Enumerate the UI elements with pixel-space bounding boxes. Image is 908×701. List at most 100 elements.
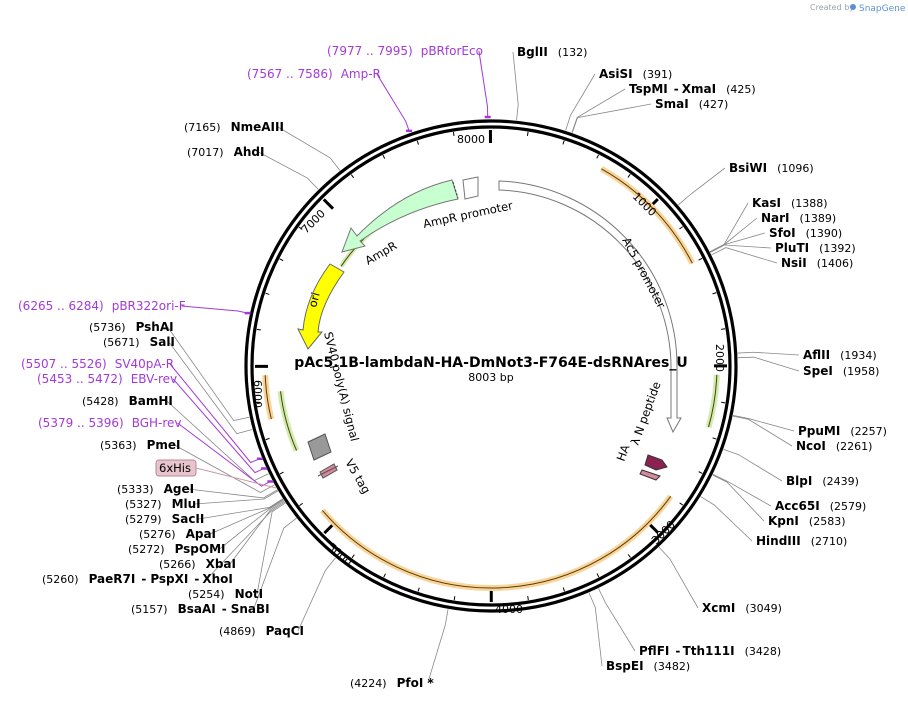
site-label[interactable]: SpeI(1958) <box>803 364 879 378</box>
site-label[interactable]: (4224)PfoI * <box>350 676 434 690</box>
minor-tick-mark <box>526 131 529 136</box>
orf-arc-3-line <box>322 496 672 589</box>
lambda-n-label: λ N peptide <box>628 380 664 447</box>
ori-arrow <box>297 263 345 350</box>
primer-label[interactable]: (5453 .. 5472)EBV-rev <box>37 372 177 386</box>
primer-label[interactable]: (6265 .. 6284)pBR322ori-F <box>18 299 186 313</box>
v5-tag-line <box>317 465 339 477</box>
site-leader <box>571 88 626 133</box>
site-leader <box>737 356 800 372</box>
tick-mark <box>322 198 335 210</box>
site-label[interactable]: PflFI-Tth111I(3428) <box>639 644 781 658</box>
primer-label[interactable]: (7977 .. 7995)pBRforEco <box>327 44 483 58</box>
tick-mark <box>647 522 660 534</box>
site-label[interactable]: KpnI(2583) <box>768 514 845 528</box>
minor-tick-mark <box>562 587 565 592</box>
site-label[interactable]: (5260)PaeR7I-PspXI-XhoI <box>42 572 233 586</box>
site-label[interactable]: AflII(1934) <box>803 348 877 362</box>
primer-leader <box>169 363 261 464</box>
site-leader <box>709 202 749 253</box>
primer-label[interactable]: (5507 .. 5526)SV40pA-R <box>21 357 174 371</box>
site-leader <box>256 502 286 595</box>
site-leader <box>198 498 283 520</box>
site-leader <box>174 444 275 493</box>
site-label[interactable]: PpuMI(2257) <box>798 424 887 438</box>
site-leader <box>709 232 766 253</box>
minor-tick-mark <box>256 328 261 331</box>
site-labels: BglII(132) AsiSI(391) TspMI-XmaI(425) Sm… <box>42 45 887 690</box>
site-label[interactable]: (5363)PmeI <box>100 438 180 452</box>
site-label[interactable]: NcoI(2261) <box>796 439 872 453</box>
site-label[interactable]: BlpI(2439) <box>786 474 859 488</box>
tick-label-1000: 1000 <box>630 190 659 219</box>
site-leader <box>571 103 652 133</box>
minor-tick-mark <box>596 154 600 159</box>
minor-tick-mark <box>382 154 386 159</box>
minor-tick-mark <box>279 471 284 475</box>
site-label[interactable]: (5736)PshAI <box>89 320 174 334</box>
minor-tick-mark <box>721 401 726 404</box>
site-label[interactable]: SfoI(1390) <box>769 226 842 240</box>
site-label[interactable]: AsiSI(391) <box>599 67 672 81</box>
site-label[interactable]: (5272)PspOMI <box>128 542 226 556</box>
primer-leader <box>177 422 271 487</box>
site-label[interactable]: (5276)ApaI <box>139 527 216 541</box>
site-label[interactable]: (5428)BamHI <box>82 394 173 408</box>
site-label[interactable]: (5671)SalI <box>103 335 175 349</box>
tick-label-6000: 6000 <box>251 380 264 408</box>
site-label[interactable]: PluTI(1392) <box>775 241 856 255</box>
site-leader <box>253 517 297 610</box>
site-label[interactable]: (7165)NmeAIII <box>184 120 284 134</box>
sv40-polya-box <box>307 433 332 461</box>
site-label[interactable]: BglII(132) <box>517 45 587 59</box>
site-label[interactable]: BsiWI(1096) <box>729 161 814 175</box>
orf-arc-1-line <box>601 168 693 264</box>
site-label[interactable]: TspMI-XmaI(425) <box>629 82 756 96</box>
primer-leader <box>181 305 248 314</box>
site-label[interactable]: (5266)XbaI <box>159 557 236 571</box>
primer-leader <box>478 50 489 118</box>
site-leader <box>219 499 284 550</box>
his-tag-leader <box>195 467 277 489</box>
site-label[interactable]: (5333)AgeI <box>117 482 194 496</box>
ampr-label: AmpR <box>363 238 400 267</box>
site-label[interactable]: NarI(1389) <box>761 211 836 225</box>
site-label[interactable]: SmaI(427) <box>655 97 728 111</box>
site-label[interactable]: (4869)PaqCI <box>219 624 304 638</box>
minor-tick-mark <box>698 257 703 261</box>
minor-tick-mark <box>627 554 631 558</box>
site-label[interactable]: (5157)BsaAI-SnaBI <box>131 602 270 616</box>
v5-tag-label: V5 tag <box>342 457 373 497</box>
minor-tick-mark <box>679 502 684 506</box>
ha-label: HA <box>614 443 633 463</box>
site-label[interactable]: (5254)NotI <box>188 587 263 601</box>
site-label[interactable]: HindIII(2710) <box>756 534 847 548</box>
tick-marks <box>254 129 728 603</box>
site-label[interactable]: (5327)MluI <box>125 497 201 511</box>
sv40-label: SV40 poly(A) signal <box>321 330 362 442</box>
site-label[interactable]: Acc65I(2579) <box>775 499 866 513</box>
site-leader <box>168 341 253 435</box>
site-leader <box>712 474 765 522</box>
primer-label[interactable]: (7567 .. 7586)Amp-R <box>247 67 381 81</box>
primer-label[interactable]: (5379 .. 5396)BGH-rev <box>38 416 182 430</box>
site-label[interactable]: KasI(1388) <box>752 196 828 210</box>
plasmid-length: 8003 bp <box>468 371 513 384</box>
site-leader <box>598 588 636 652</box>
primer-labels: (7977 .. 7995)pBRforEco (7567 .. 7586)Am… <box>18 44 483 430</box>
site-leader <box>229 500 285 565</box>
minor-tick-mark <box>721 328 726 330</box>
site-leader <box>712 473 772 507</box>
site-leader <box>512 51 519 121</box>
site-label[interactable]: BspEI(3482) <box>606 659 690 673</box>
site-label[interactable]: (5279)SacII <box>125 512 204 526</box>
site-label[interactable]: NsiI(1406) <box>781 256 853 270</box>
site-leader <box>723 448 783 482</box>
minor-tick-mark <box>712 292 717 295</box>
orf-arc-2-line <box>708 374 718 428</box>
orf-arc-4 <box>262 375 275 420</box>
backbone-inner <box>250 125 732 607</box>
site-label[interactable]: (7017)AhdI <box>187 145 264 159</box>
site-label[interactable]: XcmI(3049) <box>702 601 782 615</box>
